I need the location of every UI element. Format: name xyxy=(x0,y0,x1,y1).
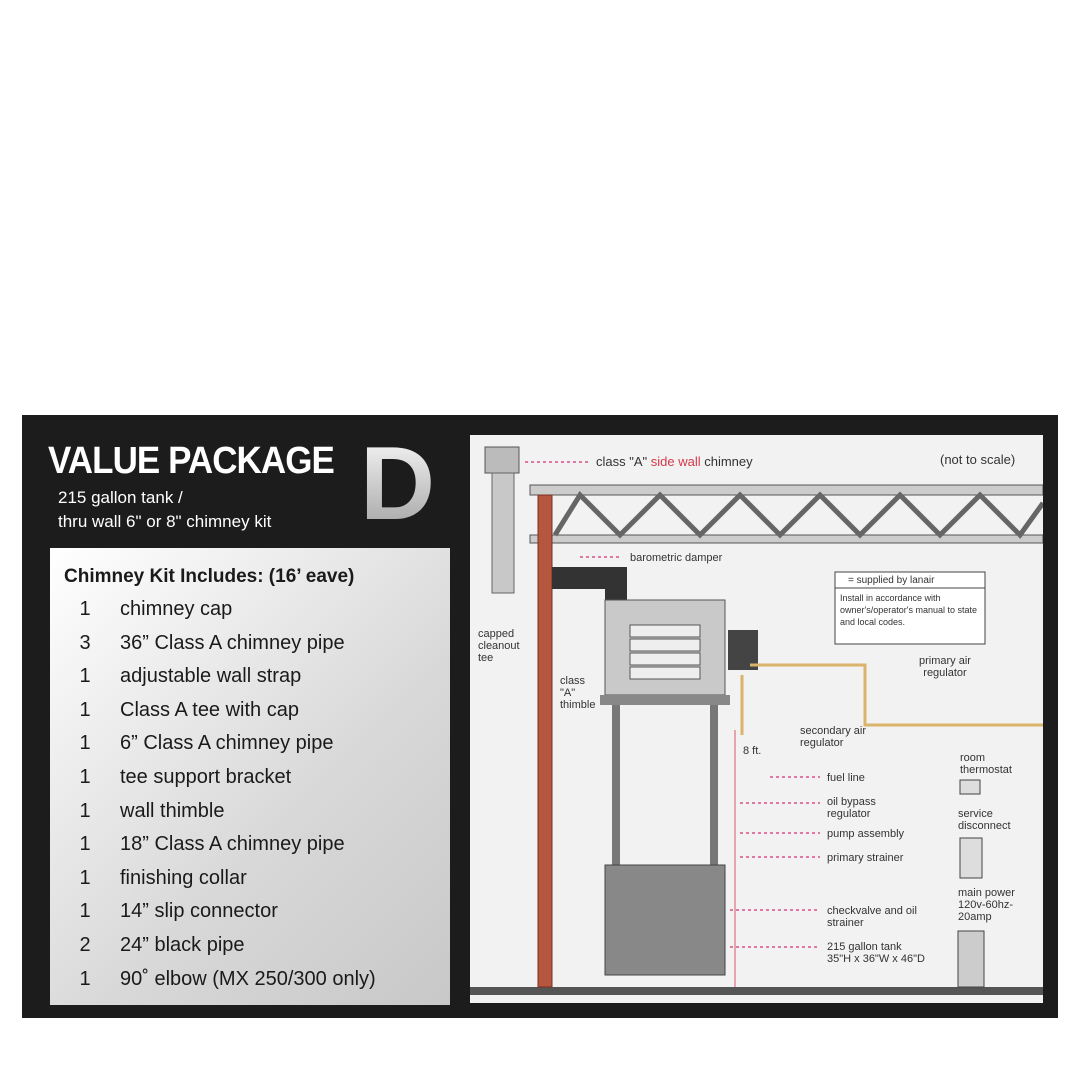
oil-bypass-label: oil bypass regulator xyxy=(827,796,876,820)
kit-item-desc: finishing collar xyxy=(120,866,247,889)
tank-dims-label: 35"H x 36"W x 46"D xyxy=(827,953,925,965)
secondary-air-label: secondary air regulator xyxy=(800,725,867,749)
installation-diagram: class "A" side wall chimney (not to scal… xyxy=(470,435,1043,1003)
primary-air-label: primary air regulator xyxy=(919,655,971,679)
package-title: VALUE PACKAGE xyxy=(48,440,335,482)
kit-item-desc: 18” Class A chimney pipe xyxy=(120,833,345,856)
kit-item-desc: 14” slip connector xyxy=(120,900,278,923)
kit-item-desc: tee support bracket xyxy=(120,766,292,788)
thermostat-label: room thermostat xyxy=(960,752,1012,776)
chimney-label: class "A" side wall chimney xyxy=(596,454,753,469)
pump-label: pump assembly xyxy=(827,828,905,840)
not-to-scale: (not to scale) xyxy=(940,452,1016,467)
kit-item-qty: 1 xyxy=(79,698,91,721)
thimble-label: class "A" thimble xyxy=(560,675,596,711)
kit-item-desc: 90˚ elbow (MX 250/300 only) xyxy=(120,967,376,990)
package-letter: D xyxy=(360,426,436,542)
kit-item-desc: 36” Class A chimney pipe xyxy=(120,631,345,654)
kit-item-qty: 1 xyxy=(79,967,91,990)
kit-item-desc: Class A tee with cap xyxy=(120,698,299,721)
fuel-line-label: fuel line xyxy=(827,772,865,784)
diagram-drawing xyxy=(470,446,1043,995)
kit-item-desc: 24” black pipe xyxy=(120,934,245,956)
kit-item-desc: chimney cap xyxy=(120,598,233,620)
eight-ft-label: 8 ft. xyxy=(743,745,762,757)
capped-tee-label: capped cleanout tee xyxy=(478,628,520,664)
main-power-label: main power 120v-60hz-20amp xyxy=(958,887,1015,923)
kit-item-qty: 1 xyxy=(79,665,91,688)
kit-item-qty: 1 xyxy=(79,598,91,620)
service-disconnect-label: service disconnect xyxy=(958,808,1011,832)
tank-label: 215 gallon tank xyxy=(827,941,902,953)
strainer-label: primary strainer xyxy=(827,852,904,864)
kit-item-qty: 1 xyxy=(79,900,91,923)
checkvalve-label: checkvalve and oil strainer xyxy=(827,905,917,929)
barometric-damper-label: barometric damper xyxy=(630,552,723,564)
kit-list: Chimney Kit Includes: (16’ eave) 1 chimne… xyxy=(50,548,450,1005)
kit-item-qty: 2 xyxy=(79,934,91,956)
kit-item-desc: 6” Class A chimney pipe xyxy=(120,732,334,755)
install-note: Install in accordance with owner's/opera… xyxy=(840,593,978,627)
kit-item-qty: 1 xyxy=(79,833,91,856)
subtitle-line2: thru wall 6" or 8" chimney kit xyxy=(58,512,272,531)
kit-item-qty: 1 xyxy=(79,732,91,755)
subtitle-line1: 215 gallon tank / xyxy=(58,488,183,507)
kit-item-desc: adjustable wall strap xyxy=(120,665,302,688)
kit-item-qty: 1 xyxy=(79,799,91,822)
kit-item-qty: 1 xyxy=(79,766,91,788)
kit-item-desc: wall thimble xyxy=(120,799,225,822)
legend-label: = supplied by lanair xyxy=(848,575,935,586)
kit-heading: Chimney Kit Includes: (16’ eave) xyxy=(64,566,355,587)
kit-item-qty: 1 xyxy=(79,866,91,889)
kit-item-qty: 3 xyxy=(79,631,91,654)
